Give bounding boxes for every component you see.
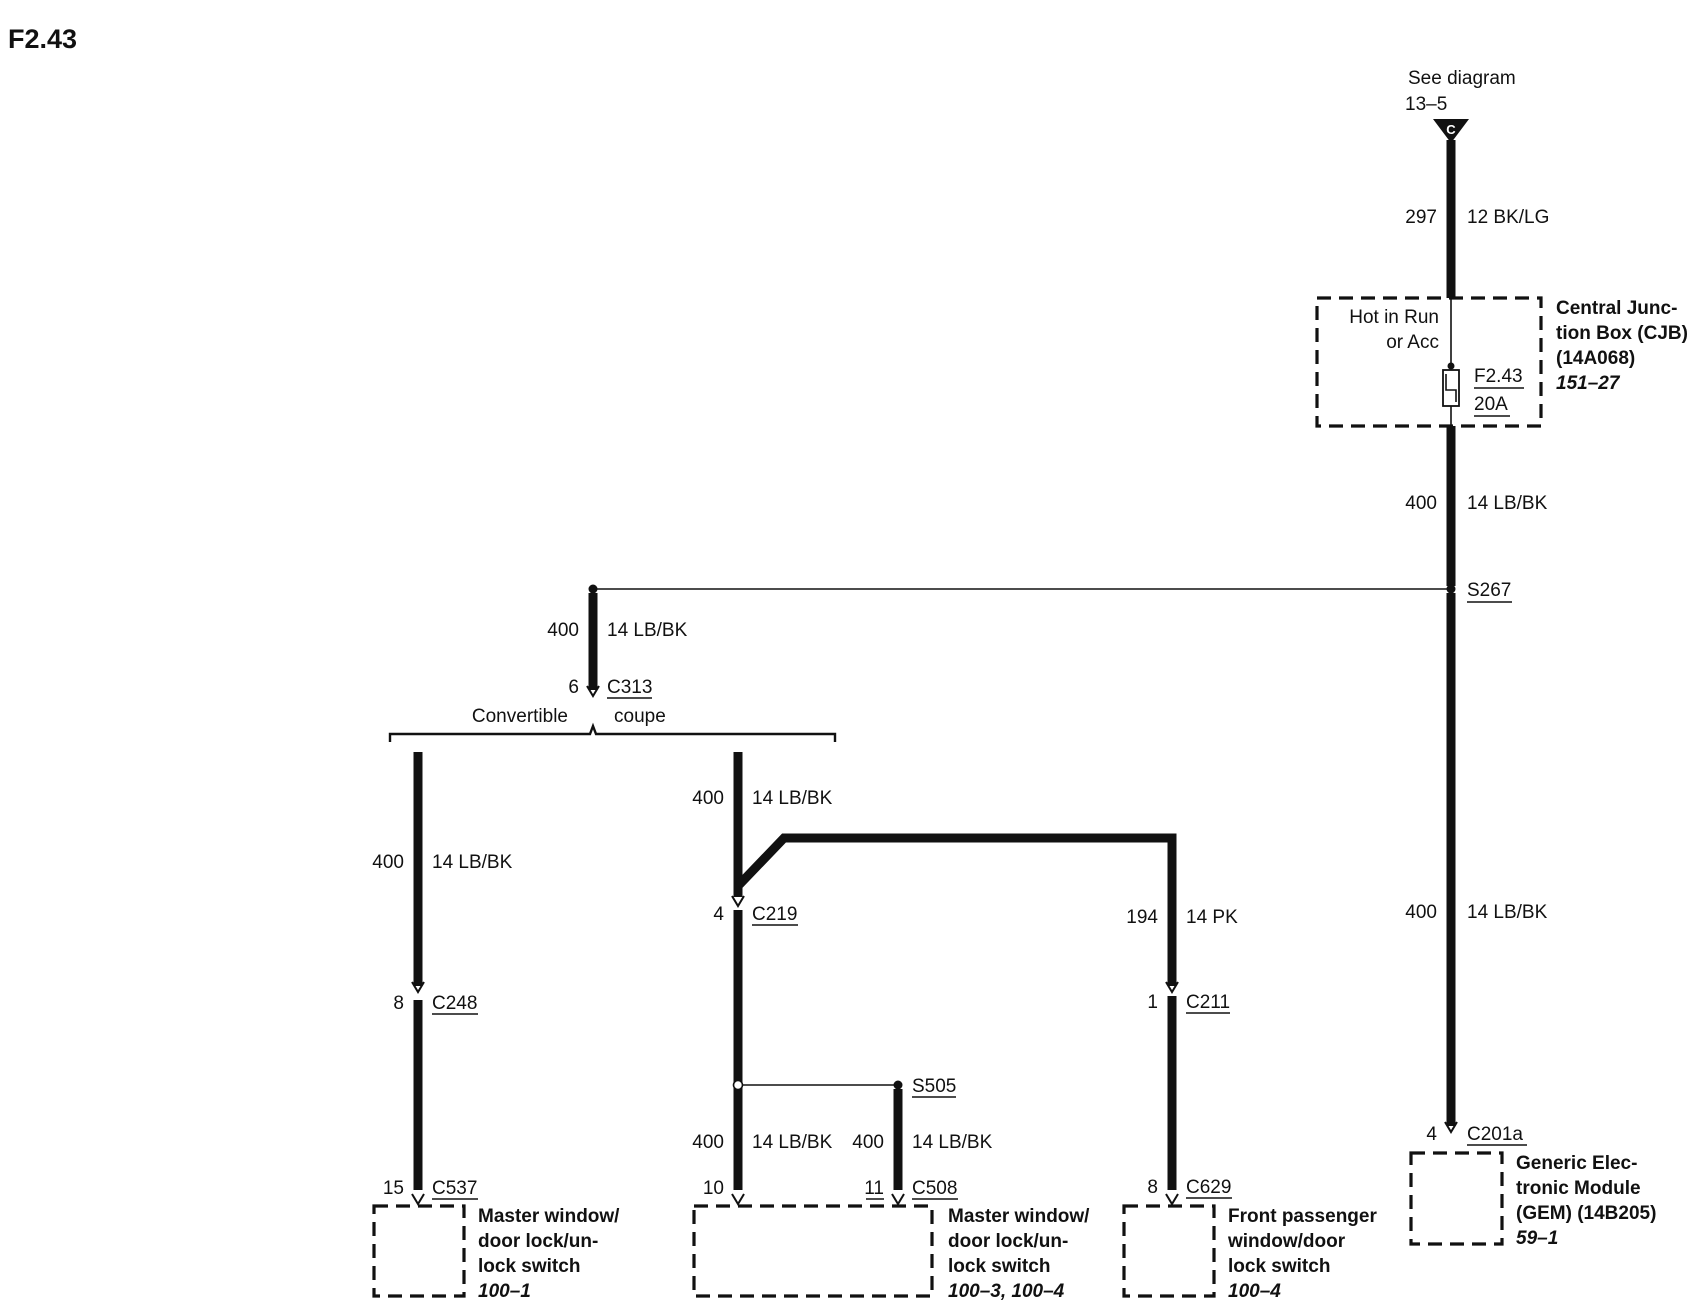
- wire-400-gem-gauge: 14 LB/BK: [1467, 902, 1548, 923]
- cjb-box: [1315, 296, 1543, 428]
- wire-194: [734, 833, 1177, 986]
- page-title: F2.43: [8, 24, 77, 54]
- c211-name: C211: [1186, 992, 1230, 1013]
- wire-400-c508-11-gauge: 14 LB/BK: [912, 1132, 993, 1153]
- c211-pin-icon: [1165, 981, 1179, 994]
- gem-line1: Generic Elec-: [1516, 1153, 1637, 1174]
- splice-s267-label: S267: [1467, 580, 1511, 601]
- gem-line3: (GEM) (14B205): [1516, 1203, 1656, 1224]
- c537-pin: 15: [383, 1178, 404, 1199]
- splice-s505-label: S505: [912, 1076, 956, 1097]
- c313-pin-icon: [586, 685, 600, 698]
- branch-coupe: coupe: [614, 706, 666, 727]
- c219-name: C219: [752, 904, 797, 925]
- wire-297-gauge: 12 BK/LG: [1467, 207, 1549, 228]
- c508-name: C508: [912, 1178, 957, 1199]
- cjb-name-line2: tion Box (CJB): [1556, 323, 1688, 344]
- c508-pin10-icon: [731, 1193, 745, 1206]
- c537-pin-icon: [411, 1193, 425, 1206]
- fuse-rating: 20A: [1474, 394, 1508, 415]
- wire-400-conv-circuit: 400: [372, 852, 404, 873]
- gem-ref: 59–1: [1516, 1228, 1558, 1249]
- gem-line2: tronic Module: [1516, 1178, 1641, 1199]
- wire-194-gauge: 14 PK: [1186, 907, 1238, 928]
- master-switch-1-box: [372, 1204, 466, 1298]
- c248-pin-icon: [411, 981, 425, 994]
- see-diagram-text: See diagram: [1408, 68, 1516, 89]
- master-switch-1-line3: lock switch: [478, 1256, 580, 1277]
- wire-297-circuit: 297: [1405, 207, 1437, 228]
- c201a-name: C201a: [1467, 1124, 1523, 1145]
- front-passenger-line1: Front passenger: [1228, 1206, 1377, 1227]
- c629-name: C629: [1186, 1177, 1231, 1198]
- gem-box: [1409, 1151, 1504, 1246]
- c248-name: C248: [432, 993, 477, 1014]
- master-switch-2-ref: 100–3, 100–4: [948, 1281, 1065, 1302]
- cjb-node: [1447, 362, 1455, 370]
- wire-400-c508-10-circuit: 400: [692, 1132, 724, 1153]
- wire-194-circuit: 194: [1126, 907, 1158, 928]
- c537-name: C537: [432, 1178, 477, 1199]
- wire-400-c508-10-gauge: 14 LB/BK: [752, 1132, 833, 1153]
- connector-c-letter: C: [1446, 122, 1456, 137]
- splice-s267-dot: [1446, 584, 1456, 594]
- c201a-pin-icon: [1444, 1121, 1458, 1134]
- variant-brace: [388, 722, 837, 742]
- wire-400-coupe-circuit: 400: [692, 788, 724, 809]
- front-passenger-line3: lock switch: [1228, 1256, 1330, 1277]
- master-switch-1-ref: 100–1: [478, 1281, 531, 1302]
- cjb-hot-line2: or Acc: [1386, 332, 1439, 353]
- front-passenger-line2: window/door: [1227, 1231, 1346, 1252]
- cjb-name-line3: (14A068): [1556, 348, 1635, 369]
- wire-400-cjb-gauge: 14 LB/BK: [1467, 493, 1548, 514]
- c508-pin10: 10: [703, 1178, 724, 1199]
- cjb-hot-line1: Hot in Run: [1349, 307, 1439, 328]
- see-diagram-ref: 13–5: [1405, 94, 1447, 115]
- wire-400-cjb-circuit: 400: [1405, 493, 1437, 514]
- master-switch-1-line2: door lock/un-: [478, 1231, 598, 1252]
- c248-pin: 8: [393, 993, 404, 1014]
- bus-end-dot: [588, 584, 598, 594]
- c629-pin: 8: [1147, 1177, 1158, 1198]
- c508-pin11-icon: [891, 1193, 905, 1206]
- wire-400-c508-11-circuit: 400: [852, 1132, 884, 1153]
- master-switch-2-line3: lock switch: [948, 1256, 1050, 1277]
- master-switch-2-line1: Master window/: [948, 1206, 1090, 1227]
- c211-pin: 1: [1147, 992, 1158, 1013]
- c629-pin-icon: [1165, 1193, 1179, 1206]
- wire-400-conv-gauge: 14 LB/BK: [432, 852, 513, 873]
- c219-pin: 4: [713, 904, 724, 925]
- branch-convertible: Convertible: [472, 706, 568, 727]
- front-passenger-ref: 100–4: [1228, 1281, 1281, 1302]
- fuse-element-icon: [1445, 374, 1457, 402]
- splice-s505-dot: [893, 1080, 903, 1090]
- c508-pin11: 11: [864, 1178, 884, 1199]
- cjb-name-line1: Central Junc-: [1556, 298, 1677, 319]
- wire-400-left-circuit: 400: [547, 620, 579, 641]
- c313-name: C313: [607, 677, 652, 698]
- c201a-pin: 4: [1426, 1124, 1437, 1145]
- fuse-name: F2.43: [1474, 366, 1523, 387]
- cjb-ref: 151–27: [1556, 373, 1621, 394]
- connector-c-triangle-icon: [1433, 119, 1469, 143]
- splice-s505-node: [732, 1079, 744, 1091]
- wire-400-left-gauge: 14 LB/BK: [607, 620, 688, 641]
- front-passenger-box: [1122, 1204, 1216, 1298]
- master-switch-2-line2: door lock/un-: [948, 1231, 1068, 1252]
- wire-400-gem-circuit: 400: [1405, 902, 1437, 923]
- master-switch-2-box: [692, 1204, 934, 1298]
- master-switch-1-line1: Master window/: [478, 1206, 620, 1227]
- c313-pin: 6: [568, 677, 579, 698]
- wire-400-coupe-gauge: 14 LB/BK: [752, 788, 833, 809]
- c219-pin-icon: [731, 895, 745, 908]
